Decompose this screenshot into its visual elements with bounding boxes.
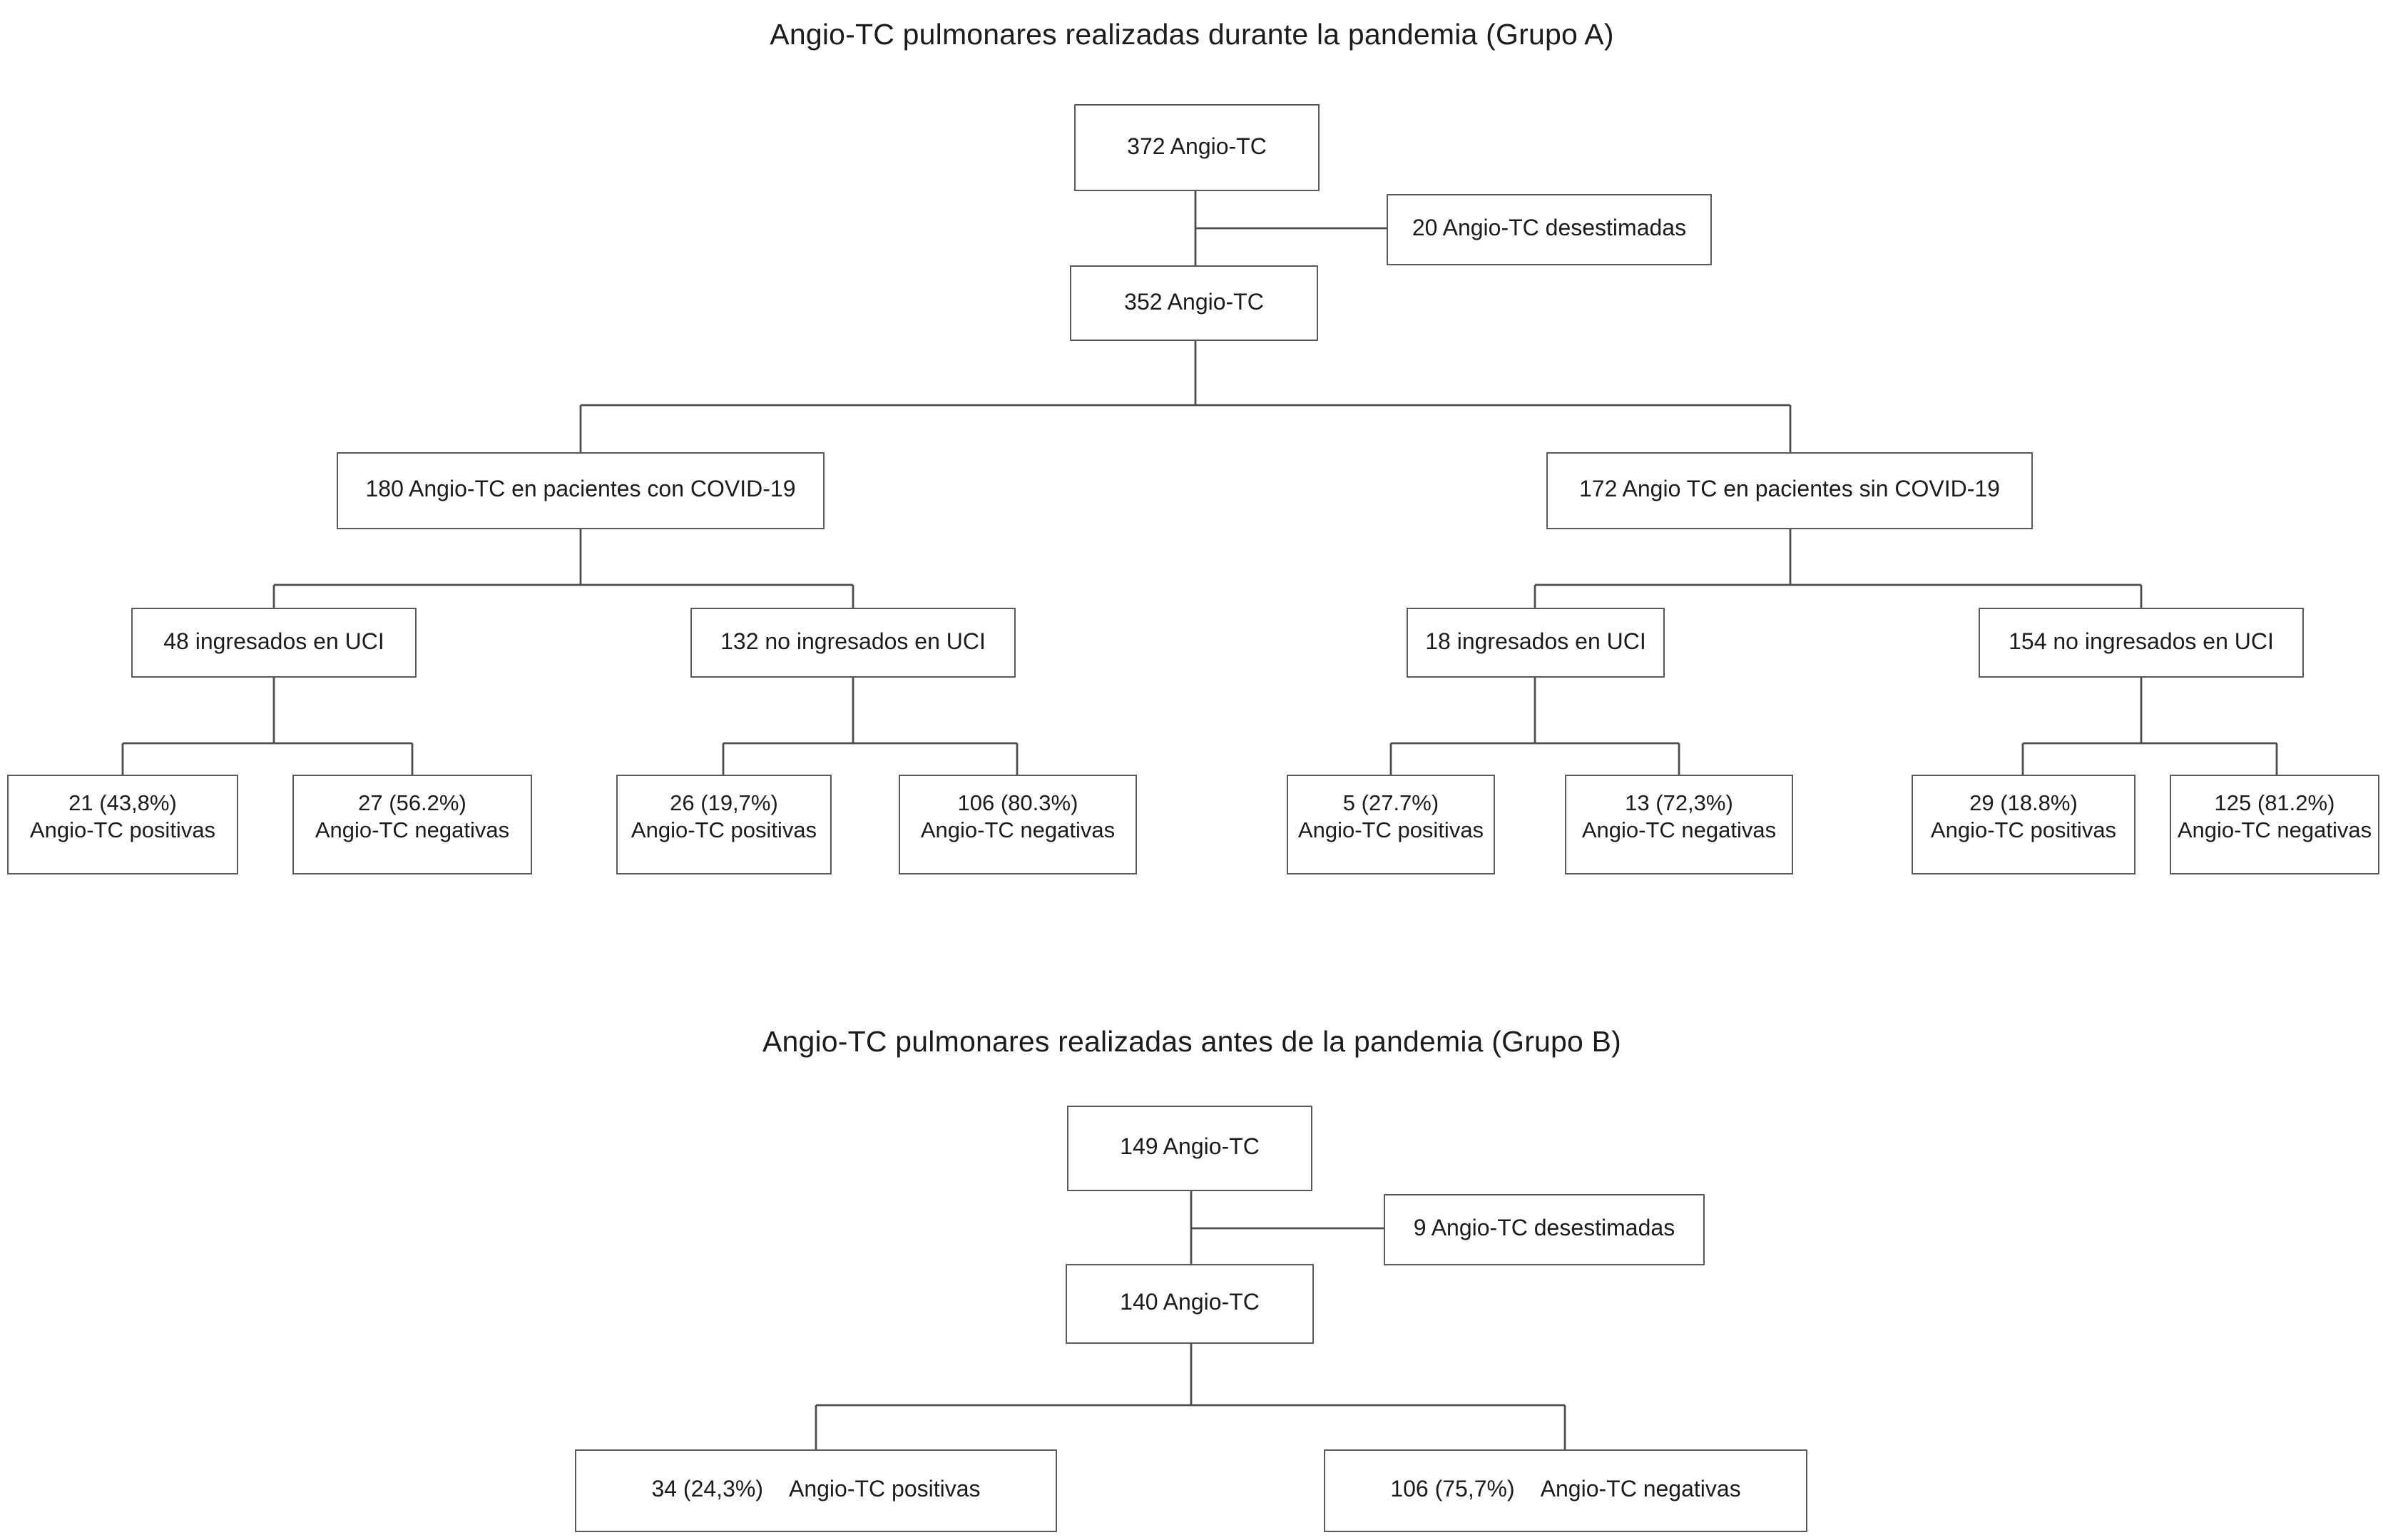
- group-a-leaf-no-covid-icu-positive: 5 (27.7%) Angio-TC positivas: [1287, 775, 1495, 874]
- group-a-no-covid-no-icu-box: 154 no ingresados en UCI: [1979, 608, 2304, 678]
- group-a-root-box: 372 Angio-TC: [1074, 104, 1320, 191]
- group-a-covid-icu-box: 48 ingresados en UCI: [131, 608, 417, 678]
- group-b-discarded-label: 9 Angio-TC desestimadas: [1413, 1217, 1675, 1241]
- group-a-leaf-covid-no-icu-negative: 106 (80.3%) Angio-TC negativas: [899, 775, 1137, 874]
- group-a-covid-no-icu-box: 132 no ingresados en UCI: [690, 608, 1016, 678]
- group-b-leaf-positive: 34 (24,3%) Angio-TC positivas: [575, 1449, 1057, 1532]
- group-a-leaf-covid-icu-positive: 21 (43,8%) Angio-TC positivas: [7, 775, 238, 874]
- leaf-label: Angio-TC positivas: [1930, 819, 2117, 844]
- leaf-value: 125 (81.2%): [2214, 792, 2335, 816]
- group-a-accepted-label: 352 Angio-TC: [1124, 290, 1264, 315]
- group-a-covid-no-icu-label: 132 no ingresados en UCI: [720, 630, 986, 654]
- group-a-leaf-covid-icu-negative: 27 (56.2%) Angio-TC negativas: [292, 775, 532, 874]
- group-a-discarded-label: 20 Angio-TC desestimadas: [1412, 217, 1687, 241]
- leaf-label: Angio-TC positivas: [788, 1478, 981, 1502]
- group-b-discarded-box: 9 Angio-TC desestimadas: [1384, 1194, 1705, 1265]
- group-a-covid-label: 180 Angio-TC en pacientes con COVID-19: [365, 478, 796, 502]
- leaf-value: 26 (19,7%): [670, 792, 778, 816]
- group-a-leaf-no-covid-no-icu-positive: 29 (18.8%) Angio-TC positivas: [1912, 775, 2135, 874]
- leaf-value: 13 (72,3%): [1625, 792, 1733, 816]
- group-b-accepted-label: 140 Angio-TC: [1120, 1291, 1260, 1315]
- group-b-leaf-negative: 106 (75,7%) Angio-TC negativas: [1324, 1449, 1807, 1532]
- leaf-label: Angio-TC negativas: [315, 819, 510, 844]
- leaf-label: Angio-TC positivas: [29, 819, 216, 844]
- leaf-label: Angio-TC negativas: [2177, 819, 2372, 844]
- group-a-leaf-covid-no-icu-positive: 26 (19,7%) Angio-TC positivas: [616, 775, 832, 874]
- group-a-root-label: 372 Angio-TC: [1127, 135, 1267, 159]
- leaf-label: Angio-TC negativas: [1581, 819, 1777, 844]
- leaf-label: Angio-TC negativas: [920, 819, 1116, 844]
- leaf-value: 106 (80.3%): [957, 792, 1078, 816]
- leaf-value: 34 (24,3%): [651, 1478, 763, 1502]
- leaf-value: 5 (27.7%): [1342, 792, 1439, 816]
- group-b-root-label: 149 Angio-TC: [1120, 1136, 1260, 1160]
- group-b-title: Angio-TC pulmonares realizadas antes de …: [762, 1026, 1622, 1059]
- leaf-label: Angio-TC positivas: [1297, 819, 1484, 844]
- group-a-no-covid-label: 172 Angio TC en pacientes sin COVID-19: [1579, 478, 2000, 502]
- group-a-discarded-box: 20 Angio-TC desestimadas: [1387, 194, 1712, 265]
- group-a-accepted-box: 352 Angio-TC: [1070, 265, 1318, 341]
- leaf-value: 21 (43,8%): [68, 792, 177, 816]
- group-a-title: Angio-TC pulmonares realizadas durante l…: [770, 19, 1614, 51]
- group-a-no-covid-no-icu-label: 154 no ingresados en UCI: [2009, 630, 2274, 654]
- group-b-accepted-box: 140 Angio-TC: [1066, 1264, 1314, 1344]
- group-a-covid-icu-label: 48 ingresados en UCI: [163, 630, 384, 654]
- group-a-covid-box: 180 Angio-TC en pacientes con COVID-19: [337, 452, 825, 529]
- group-a-no-covid-box: 172 Angio TC en pacientes sin COVID-19: [1546, 452, 2033, 529]
- group-a-no-covid-icu-label: 18 ingresados en UCI: [1425, 630, 1646, 654]
- group-a-no-covid-icu-box: 18 ingresados en UCI: [1407, 608, 1665, 678]
- group-a-leaf-no-covid-icu-negative: 13 (72,3%) Angio-TC negativas: [1565, 775, 1793, 874]
- leaf-value: 29 (18.8%): [1969, 792, 2078, 816]
- leaf-value: 106 (75,7%): [1390, 1478, 1515, 1502]
- group-a-leaf-no-covid-no-icu-negative: 125 (81.2%) Angio-TC negativas: [2170, 775, 2379, 874]
- leaf-value: 27 (56.2%): [358, 792, 466, 816]
- group-b-root-box: 149 Angio-TC: [1067, 1106, 1312, 1191]
- leaf-label: Angio-TC negativas: [1540, 1478, 1741, 1502]
- leaf-label: Angio-TC positivas: [631, 819, 817, 844]
